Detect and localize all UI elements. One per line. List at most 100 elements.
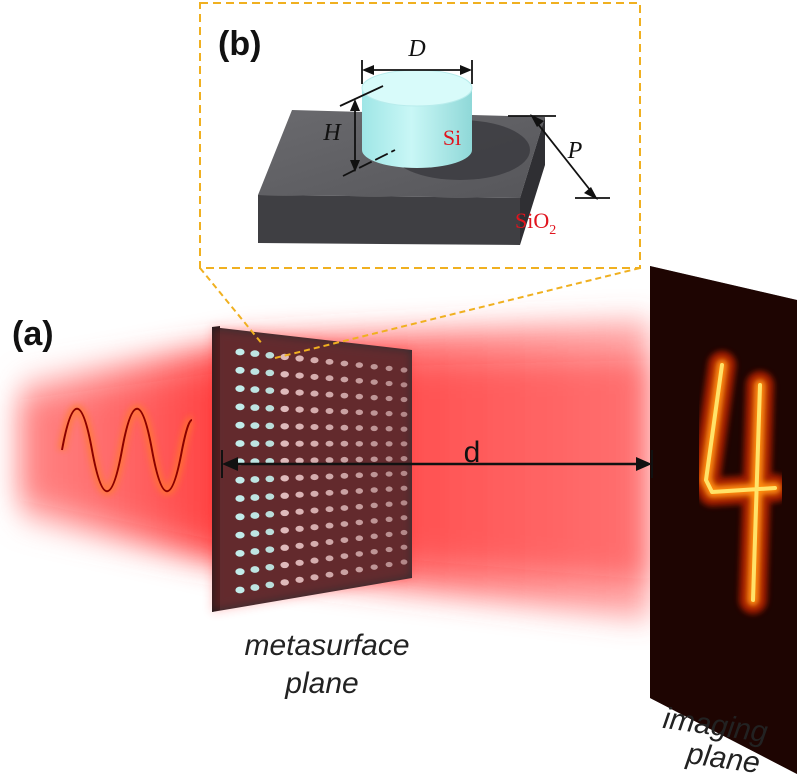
nano-pillar [280, 388, 289, 395]
panel-b-label: (b) [218, 25, 261, 63]
nano-pillar [280, 475, 289, 482]
nano-pillar [340, 521, 349, 527]
nano-pillar [400, 396, 408, 403]
nano-pillar [340, 408, 349, 415]
substrate-label: SiO2 [515, 208, 556, 238]
nano-pillar [355, 440, 364, 447]
nano-pillar [385, 441, 393, 447]
nano-pillar [355, 362, 364, 368]
nano-pillar [310, 524, 319, 531]
nano-pillar [400, 529, 408, 536]
nano-pillar [400, 441, 408, 447]
substrate-front [258, 195, 520, 245]
nano-pillar [400, 382, 408, 388]
nano-pillar [325, 408, 334, 414]
nano-pillar [310, 440, 319, 447]
nano-pillar [385, 531, 393, 538]
nano-pillar [295, 406, 304, 413]
nano-pillar [340, 569, 349, 576]
nano-pillar [295, 576, 304, 583]
nano-pillar [340, 472, 349, 479]
nano-pillar [355, 566, 364, 573]
nano-pillar [370, 518, 378, 524]
nano-pillar [250, 476, 260, 483]
nano-pillar [385, 380, 393, 387]
nano-pillar [250, 512, 260, 519]
nano-pillar [310, 407, 319, 414]
nano-pillar [280, 561, 289, 569]
nano-pillar [235, 403, 245, 411]
nano-pillar [370, 533, 378, 540]
nano-pillar [370, 564, 378, 570]
nano-pillar [400, 500, 408, 506]
nano-pillar [325, 473, 334, 480]
nano-pillar [325, 489, 334, 496]
nano-pillar [295, 440, 304, 447]
nano-pillar [235, 421, 245, 429]
nano-pillar [310, 373, 319, 380]
nano-pillar [235, 513, 245, 521]
nano-pillar [235, 348, 245, 356]
nano-pillar [340, 376, 349, 383]
nano-pillar [295, 559, 304, 566]
nano-pillar [310, 574, 319, 581]
nano-pillar [355, 393, 364, 400]
nano-pillar [400, 367, 408, 373]
nano-pillar [250, 584, 260, 591]
silicon-pillar [362, 88, 472, 168]
nano-pillar [295, 508, 304, 515]
nano-pillar [355, 377, 364, 384]
nano-pillar [400, 515, 408, 521]
nano-pillar [325, 555, 334, 562]
pillar-array [235, 348, 408, 594]
nano-pillar [250, 548, 260, 555]
nano-pillar [235, 495, 245, 502]
nano-pillar [340, 456, 349, 463]
nano-pillar [355, 425, 364, 431]
nano-pillar [295, 372, 304, 379]
nano-pillar [355, 503, 364, 510]
nano-pillar [235, 568, 245, 576]
nano-pillar [265, 528, 275, 536]
nano-pillar [295, 491, 304, 498]
nano-pillar [355, 472, 364, 479]
unit-cell [258, 69, 545, 245]
distance-arrow [221, 450, 653, 478]
nano-pillar [280, 423, 289, 430]
nano-pillar [310, 557, 319, 564]
nano-pillar [385, 516, 393, 522]
nano-pillar [265, 546, 275, 553]
nano-pillar [385, 546, 393, 553]
nano-pillar [370, 502, 378, 509]
metasurface-label-line2: plane [284, 667, 358, 700]
nano-pillar [385, 426, 393, 432]
nano-pillar [265, 405, 275, 412]
nano-pillar [310, 507, 319, 514]
nano-pillar [385, 395, 393, 402]
nano-pillar [235, 586, 245, 594]
nano-pillar [325, 440, 334, 447]
nano-pillar [295, 542, 304, 549]
nano-pillar [265, 369, 275, 377]
nano-pillar [340, 392, 349, 399]
nano-pillar [370, 410, 378, 416]
nano-pillar [250, 440, 260, 447]
height-label: H [322, 120, 342, 146]
nano-pillar [250, 386, 260, 393]
nano-pillar [250, 494, 260, 501]
nano-pillar [250, 422, 260, 429]
nano-pillar [280, 492, 289, 499]
nano-pillar [280, 579, 289, 586]
nano-pillar [385, 365, 393, 372]
nano-pillar [310, 490, 319, 497]
nano-pillar [325, 522, 334, 529]
nano-pillar [310, 390, 319, 397]
nano-pillar [325, 375, 334, 382]
nano-pillar [355, 535, 364, 542]
panel-a-label: (a) [12, 315, 54, 353]
inset-zoom-lines [199, 267, 641, 359]
nano-pillar [400, 559, 408, 565]
nano-pillar [250, 350, 260, 357]
nano-pillar [355, 409, 364, 416]
